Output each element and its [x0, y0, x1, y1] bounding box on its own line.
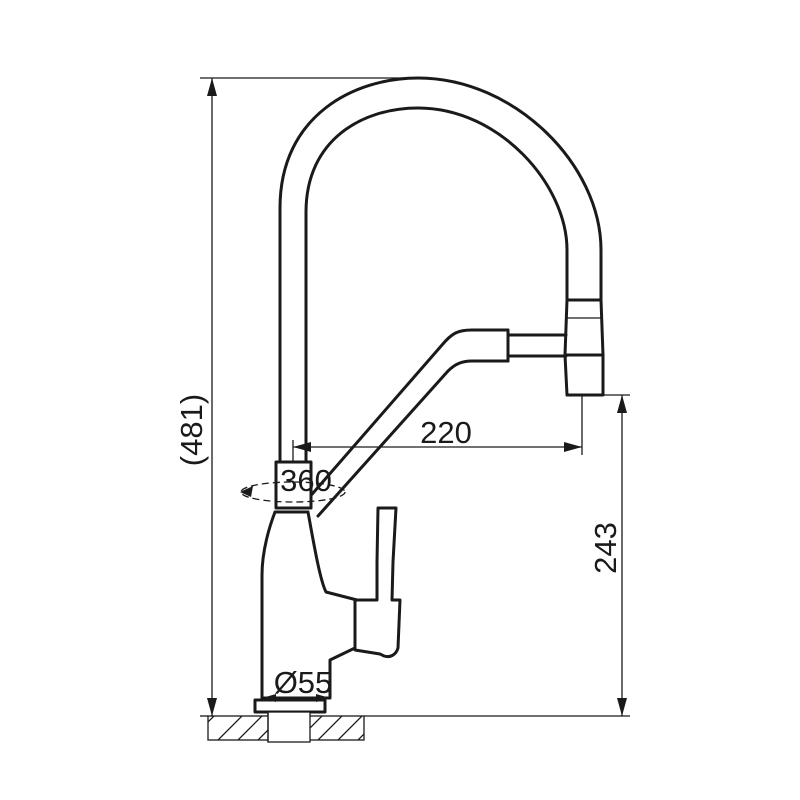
rotation-collar	[274, 460, 313, 510]
spout-reach-label: 220	[420, 415, 472, 450]
rotation-label: 360	[280, 463, 332, 498]
base-diameter-dimension: Ø55	[262, 665, 332, 702]
side-arm	[298, 328, 568, 510]
spray-head	[563, 298, 605, 397]
overall-height-dimension: (481)	[174, 77, 418, 717]
spout-height-dimension: 243	[364, 394, 630, 717]
faucet-outline	[253, 76, 605, 714]
lever-handle	[353, 506, 402, 659]
base-diameter-label: Ø55	[274, 665, 333, 700]
spout-height-label: 243	[588, 522, 623, 574]
rotation-indicator: 360	[240, 463, 346, 503]
counter-top	[207, 711, 365, 743]
gooseneck-spout	[278, 76, 603, 464]
overall-height-label: (481)	[174, 394, 209, 466]
base-nut	[253, 698, 327, 714]
spout-reach-dimension: 220	[292, 395, 583, 462]
